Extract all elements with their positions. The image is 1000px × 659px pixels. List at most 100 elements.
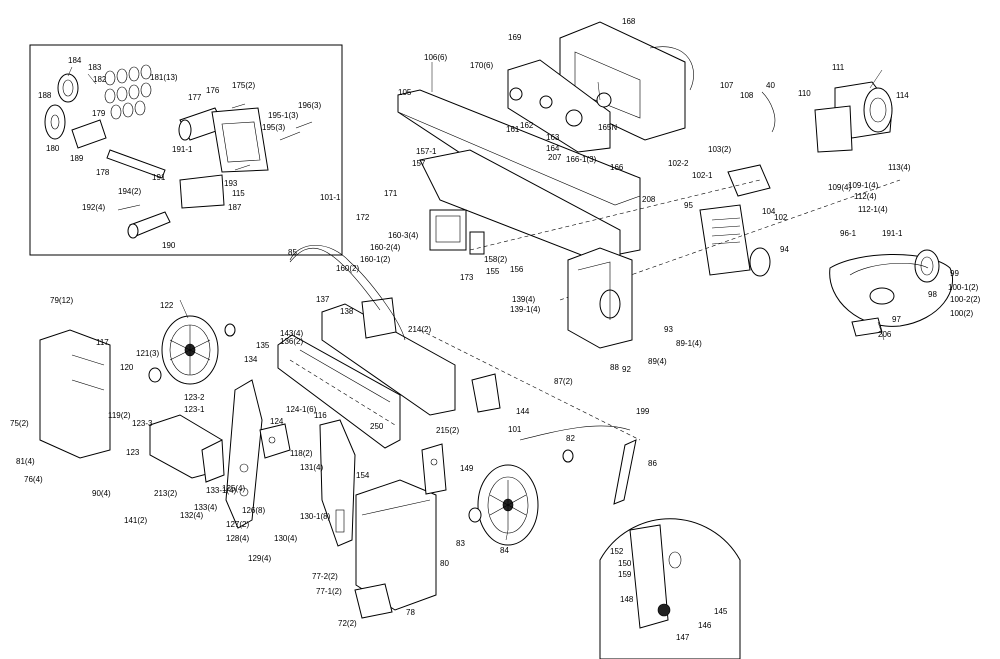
part-label: 95 [684,201,693,210]
part-label: 199 [636,407,650,416]
part-label: 162 [520,121,534,130]
part-label: 88 [610,363,619,372]
part-label: 123 [126,448,140,457]
part-label: 123-3 [132,419,153,428]
part-label: 138 [340,307,354,316]
part-label: 108 [740,91,754,100]
part-label: 107 [720,81,734,90]
part-label: 175(2) [232,81,255,90]
part-label: 139-1(4) [510,305,541,314]
part-label: 183 [88,63,102,72]
part-label: 177 [188,93,202,102]
wheel-122 [148,315,236,385]
part-label: 155 [486,267,500,276]
part-label: 119(2) [108,411,131,420]
part-label: 78 [406,608,415,617]
part-label: 196(3) [298,101,321,110]
part-label: 101-1 [320,193,341,202]
part-label: 171 [384,189,398,198]
part-label: 195(3) [262,123,285,132]
part-label: 85 [288,248,297,257]
part-label: 191 [152,173,166,182]
band-blade-85 [289,179,901,441]
part-label: 157 [412,159,426,168]
part-label: 172 [356,213,370,222]
part-label: 109(4) [828,183,851,192]
part-label: 87(2) [554,377,573,386]
part-label: 188 [38,91,52,100]
part-label: 102-2 [668,159,689,168]
part-label: 99 [950,269,959,278]
part-label: 206 [878,330,892,339]
bracket-78 [354,583,393,619]
part-label: 80 [440,559,449,568]
bracket-123 [149,414,225,483]
part-label: 132(4) [180,511,203,520]
part-label: 82 [566,434,575,443]
part-label: 133(4) [194,503,217,512]
part-label: 83 [456,539,465,548]
part-label: 152 [610,547,624,556]
guide-arm-154 [319,419,356,547]
part-label: 114 [896,91,909,100]
part-label: 146 [698,621,712,630]
part-label: 109-1(4) [848,181,879,190]
main-frame-105 [397,89,641,271]
part-label: 144 [516,407,530,416]
part-label: 101 [508,425,522,434]
drive-housing-92 [567,247,633,349]
leader-lines [67,62,885,541]
part-label: 104 [762,207,776,216]
part-label: 139(4) [512,295,535,304]
part-label: 84 [500,546,509,555]
part-label: 189 [70,154,84,163]
part-label: 112(4) [854,192,877,201]
part-label: 213(2) [154,489,177,498]
part-label: 160-3(4) [388,231,419,240]
part-label: 121(3) [136,349,159,358]
part-label: 123-1 [184,405,205,414]
part-label: 149 [460,464,474,473]
part-label: 180 [46,144,60,153]
part-label: 92 [622,365,631,374]
part-label: 97 [892,315,901,324]
part-label: 214(2) [408,325,431,334]
part-label: 106(6) [424,53,447,62]
part-label: 120 [120,363,134,372]
part-label: 164 [546,144,560,153]
part-label: 75(2) [10,419,29,428]
part-label: 110 [798,89,811,98]
part-label: 182 [93,75,107,84]
part-label: 215(2) [436,426,459,435]
part-label: 160-2(4) [370,243,401,252]
part-label: 103(2) [708,145,731,154]
part-label: 98 [928,290,937,299]
part-label: 191-1 [172,145,193,154]
part-label: 89-1(4) [676,339,702,348]
part-label: 187 [228,203,242,212]
part-label: 184 [68,56,82,65]
part-label: 169 [508,33,522,42]
part-label: 105 [398,88,412,97]
part-label: 160(2) [336,264,359,273]
part-label: 77-1(2) [316,587,342,596]
cover-80 [355,479,437,611]
part-label: 79(12) [50,296,73,305]
part-label: 145 [714,607,728,616]
part-label: 77-2(2) [312,572,338,581]
part-label: 102 [774,213,788,222]
part-label: 125(4) [222,484,245,493]
part-label: 159 [618,570,632,579]
part-label: 154 [356,471,370,480]
part-label: 102-1 [692,171,713,180]
part-label: 156 [510,265,524,274]
part-label: 93 [664,325,673,334]
part-label: 111 [832,63,845,72]
part-label: 179 [92,109,106,118]
part-label: 150 [618,559,632,568]
part-label: 148 [620,595,634,604]
part-label: 250 [370,422,384,431]
inset-detail-circle [599,518,741,659]
part-label: 124 [270,417,284,426]
